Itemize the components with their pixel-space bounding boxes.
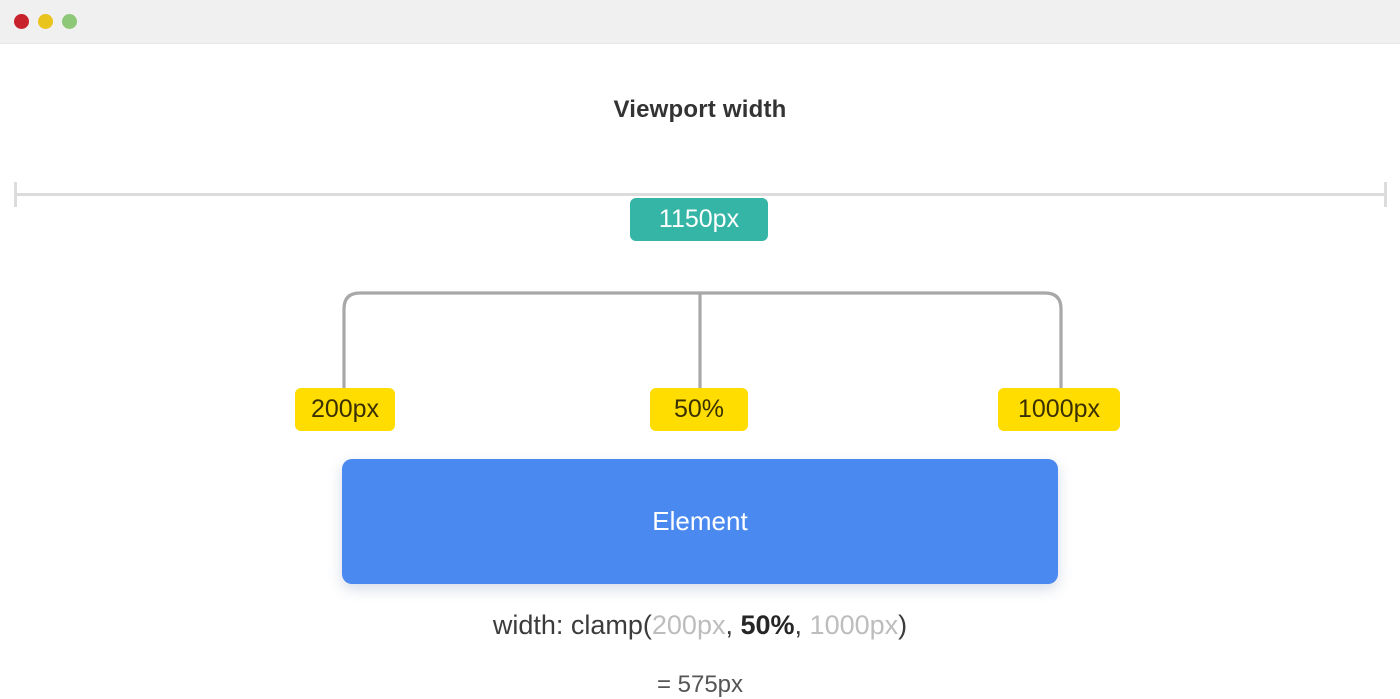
clamp-bracket xyxy=(342,291,1063,392)
window-titlebar xyxy=(0,0,1400,44)
window-controls xyxy=(14,14,77,29)
computed-result: = 575px xyxy=(656,671,744,698)
maximize-window-icon[interactable] xyxy=(62,14,77,29)
formula-min: 200px xyxy=(651,610,726,640)
ruler-cap-left-icon xyxy=(14,182,17,207)
formula-max: 1000px xyxy=(809,610,899,640)
badge-max-value: 1000px xyxy=(998,388,1120,431)
element-box: Element xyxy=(342,459,1058,584)
formula-separator-1: , xyxy=(725,610,741,640)
viewport-ruler xyxy=(14,174,1387,216)
formula-prefix: width: clamp( xyxy=(492,610,652,640)
formula-suffix: ) xyxy=(898,610,908,640)
page-title: Viewport width xyxy=(613,96,787,123)
ruler-cap-right-icon xyxy=(1384,182,1387,207)
element-label: Element xyxy=(652,506,748,536)
viewport-width-badge: 1150px xyxy=(630,198,768,241)
ruler-line xyxy=(14,193,1387,196)
formula-preferred: 50% xyxy=(740,610,795,640)
formula-separator-2: , xyxy=(794,610,810,640)
badge-min-value: 200px xyxy=(295,388,395,431)
diagram-canvas: Viewport width 1150px 200px 50% 1000px E… xyxy=(0,44,1400,698)
badge-preferred-value: 50% xyxy=(650,388,748,431)
minimize-window-icon[interactable] xyxy=(38,14,53,29)
close-window-icon[interactable] xyxy=(14,14,29,29)
clamp-formula: width: clamp(200px, 50%, 1000px) xyxy=(0,610,1400,641)
